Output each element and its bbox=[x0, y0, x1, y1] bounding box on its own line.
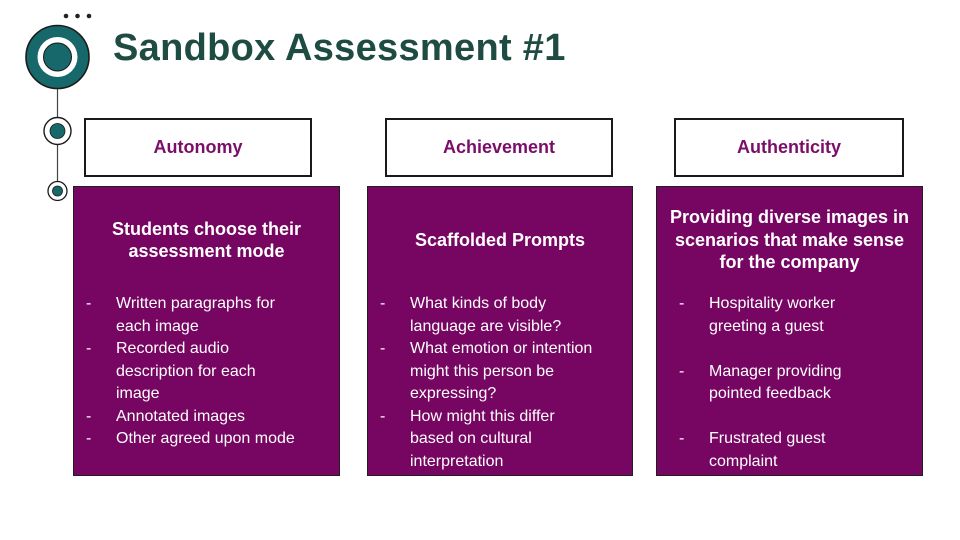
node-circle-icon bbox=[43, 116, 72, 146]
card-title: Providing diverse images in scenarios th… bbox=[669, 207, 910, 273]
bullet-text: Frustrated guest complaint bbox=[709, 430, 826, 470]
bullet-item: - How might this differ based on cultura… bbox=[377, 406, 626, 474]
bullet-item: - Manager providing pointed feedback bbox=[676, 361, 916, 406]
column-header-achievement: Achievement bbox=[385, 118, 613, 177]
bullet-dash: - bbox=[86, 430, 92, 447]
column-header-label: Achievement bbox=[442, 137, 556, 157]
node-circle-small-icon bbox=[47, 180, 68, 202]
timeline-decoration bbox=[25, 13, 92, 202]
column-header-label: Authenticity bbox=[736, 137, 841, 157]
column-header-label: Autonomy bbox=[153, 137, 243, 157]
ellipsis-icon bbox=[63, 13, 92, 19]
card-title-wrap: Students choose their assessment mode bbox=[74, 187, 339, 293]
slide-title: Sandbox Assessment #1 bbox=[113, 27, 566, 69]
bullet-text: What emotion or intention might this per… bbox=[410, 340, 593, 402]
bullet-text: Recorded audio description for each imag… bbox=[116, 340, 256, 402]
bullet-text: Manager providing pointed feedback bbox=[709, 362, 842, 403]
card-title-wrap: Scaffolded Prompts bbox=[368, 187, 632, 293]
card-autonomy: Students choose their assessment mode - … bbox=[73, 186, 340, 476]
bullet-dash: - bbox=[86, 295, 92, 312]
bullet-dash: - bbox=[380, 407, 386, 425]
target-icon bbox=[25, 24, 90, 90]
card-title: Scaffolded Prompts bbox=[414, 229, 586, 250]
bullet-dash: - bbox=[86, 407, 92, 425]
bullet-item: - Recorded audio description for each im… bbox=[83, 338, 333, 406]
bullet-dash: - bbox=[679, 362, 685, 380]
bullet-dash: - bbox=[679, 430, 685, 447]
bullet-item: - Hospitality worker greeting a guest bbox=[676, 293, 916, 338]
bullet-list: - What kinds of body language are visibl… bbox=[368, 293, 632, 473]
bullet-text: Annotated images bbox=[116, 407, 245, 425]
bullet-dash: - bbox=[86, 340, 92, 357]
card-title-wrap: Providing diverse images in scenarios th… bbox=[657, 187, 922, 293]
bullet-text: Hospitality worker greeting a guest bbox=[709, 295, 836, 335]
bullet-item: - Other agreed upon mode bbox=[83, 428, 333, 451]
card-achievement: Scaffolded Prompts - What kinds of body … bbox=[367, 186, 633, 476]
bullet-text: How might this differ based on cultural … bbox=[410, 407, 555, 470]
bullet-dash: - bbox=[380, 295, 386, 312]
column-header-authenticity: Authenticity bbox=[674, 118, 904, 177]
column-header-autonomy: Autonomy bbox=[84, 118, 312, 177]
bullet-item: - What emotion or intention might this p… bbox=[377, 338, 626, 406]
bullet-list: - Written paragraphs for each image - Re… bbox=[74, 293, 339, 451]
bullet-item: - Annotated images bbox=[83, 406, 333, 429]
bullet-list: - Hospitality worker greeting a guest - … bbox=[657, 293, 922, 473]
bullet-item: - Written paragraphs for each image bbox=[83, 293, 333, 338]
card-title: Students choose their assessment mode bbox=[111, 218, 302, 262]
bullet-text: What kinds of body language are visible? bbox=[410, 295, 562, 335]
bullet-text: Written paragraphs for each image bbox=[116, 295, 275, 335]
bullet-text: Other agreed upon mode bbox=[116, 430, 295, 447]
bullet-dash: - bbox=[679, 295, 685, 312]
bullet-item: - Frustrated guest complaint bbox=[676, 428, 916, 473]
bullet-item: - What kinds of body language are visibl… bbox=[377, 293, 626, 338]
card-authenticity: Providing diverse images in scenarios th… bbox=[656, 186, 923, 476]
bullet-dash: - bbox=[380, 340, 386, 357]
